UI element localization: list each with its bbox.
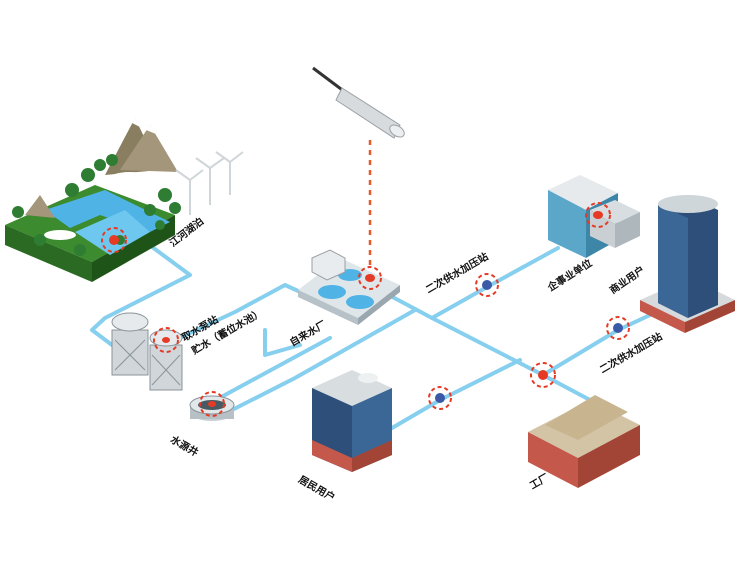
well-icon [189, 391, 235, 421]
river-lake-scene [5, 118, 244, 282]
pipe-to-residential [230, 308, 417, 412]
pipe-residential [390, 358, 522, 430]
enterprise-building [548, 175, 640, 258]
pipe-plant-loop [263, 328, 302, 357]
pump-icon [101, 227, 630, 410]
factory-icon [528, 395, 640, 488]
wind-turbine-icon [175, 151, 244, 215]
water-plant [298, 249, 400, 325]
residential-building [312, 370, 392, 472]
level-sensor-icon [312, 66, 405, 265]
pipe-well-branch [210, 336, 332, 404]
water-tower-icon [111, 312, 183, 391]
pipe-river-to-pump [90, 236, 192, 347]
commercial-building [640, 195, 735, 333]
